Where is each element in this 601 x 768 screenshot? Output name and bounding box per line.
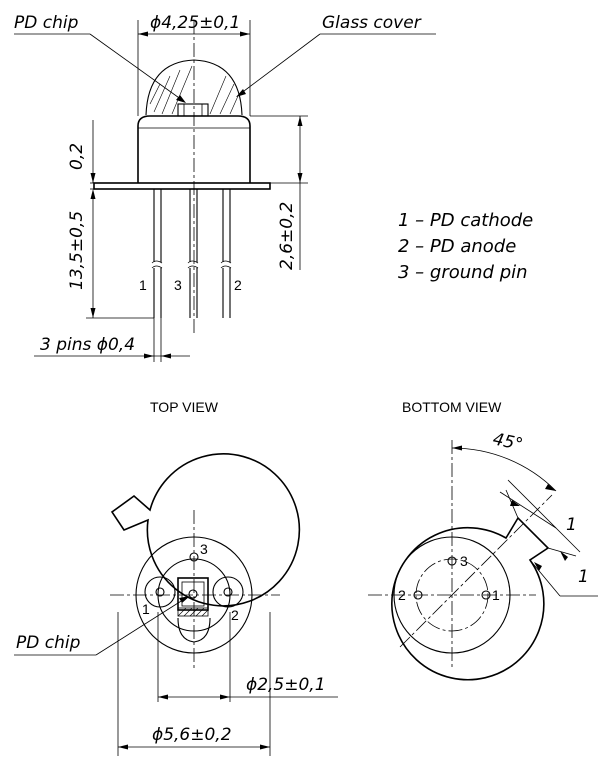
bottom-pin-label-1: 1	[492, 587, 500, 603]
bottom-view: BOTTOM VIEW 45° 1 1 2 3 1	[368, 399, 598, 681]
label-dim-lead-length: 13,5±0,5	[67, 211, 87, 290]
pin-label-1: 1	[139, 277, 147, 293]
glass-cover-hatching	[149, 65, 239, 115]
pin-label-2: 2	[234, 277, 242, 293]
legend-item-2: 2 – PD anode	[398, 236, 516, 257]
top-pin-label-3: 3	[200, 541, 208, 557]
pin-label-3: 3	[174, 277, 182, 293]
top-view: TOP VIEW	[14, 399, 338, 756]
bottom-label-tab-1: 1	[566, 515, 577, 535]
bottom-outer-flange	[391, 516, 550, 681]
label-pd-chip: PD chip	[14, 13, 79, 33]
bottom-label-angle: 45°	[491, 429, 525, 455]
bottom-pin-label-2: 2	[398, 587, 406, 603]
bottom-view-title: BOTTOM VIEW	[402, 399, 502, 415]
lead-1	[151, 189, 163, 318]
pin-legend: 1 – PD cathode 2 – PD anode 3 – ground p…	[398, 210, 533, 283]
legend-item-3: 3 – ground pin	[398, 262, 528, 283]
top-pin-1	[144, 576, 176, 608]
top-pin-label-2: 2	[231, 607, 239, 623]
dim-pins	[34, 318, 190, 362]
bottom-pin-label-3: 3	[460, 553, 468, 569]
top-pd-chip	[177, 577, 209, 611]
side-view: PD chip Glass cover ϕ4,25±0,1 0,2 13,5±0…	[14, 13, 436, 362]
glass-cover-leader	[236, 33, 436, 97]
pd-chip-side	[177, 103, 209, 117]
top-label-pd-chip: PD chip	[16, 633, 81, 653]
top-label-dim-inner: ϕ2,5±0,1	[246, 675, 326, 695]
top-pin-label-1: 1	[142, 601, 150, 617]
dim-thickness	[90, 120, 96, 199]
dim-height	[250, 115, 308, 270]
label-dim-height: 2,6±0,2	[277, 202, 297, 270]
label-glass-cover: Glass cover	[322, 13, 422, 33]
bottom-label-tab-2: 1	[578, 567, 589, 587]
top-label-dim-outer: ϕ5,6±0,2	[152, 725, 232, 745]
label-dim-pins: 3 pins ϕ0,4	[40, 335, 135, 355]
pd-chip-leader	[14, 33, 186, 103]
label-dim-diameter: ϕ4,25±0,1	[150, 13, 240, 33]
can-body	[137, 115, 251, 183]
dim-lead-length	[86, 199, 154, 319]
top-pin-2	[212, 576, 244, 608]
top-outer-flange	[110, 453, 301, 607]
label-dim-thickness: 0,2	[67, 143, 87, 170]
lead-3	[187, 189, 199, 318]
top-view-title: TOP VIEW	[150, 399, 219, 415]
legend-item-1: 1 – PD cathode	[398, 210, 533, 231]
lead-2	[220, 189, 232, 318]
flange	[93, 182, 271, 190]
